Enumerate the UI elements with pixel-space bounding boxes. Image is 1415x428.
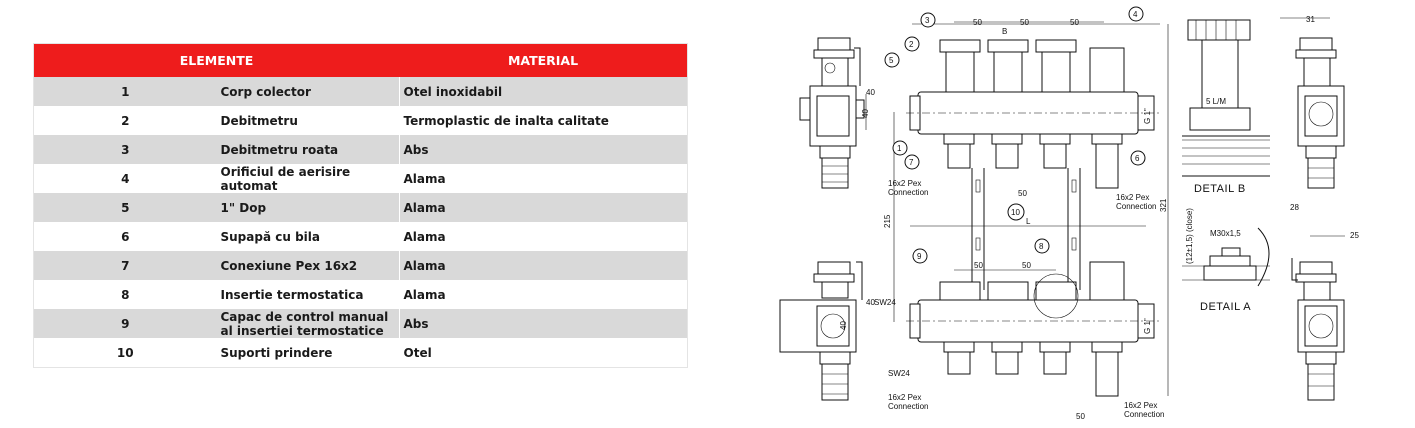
dim-40-v-top: 40 (861, 109, 870, 118)
row-element: Conexiune Pex 16x2 (216, 251, 399, 280)
table-row: 9 Capac de control manual al insertiei t… (34, 309, 687, 338)
flow-rate-label: 5 L/M (1206, 97, 1226, 106)
dim-l: L (1026, 217, 1031, 226)
manifold-technical-drawing: 50 50 50 B 40 40 40 40 215 321 G 1" G 1"… (779, 6, 1359, 421)
table-row: 7 Conexiune Pex 16x2 Alama (34, 251, 687, 280)
dim-40-bottom: 40 (866, 298, 875, 307)
row-element: Orificiul de aerisire automat (220, 164, 351, 193)
dim-40-v-bottom: 40 (839, 321, 848, 330)
dim-50-a: 50 (973, 18, 982, 27)
left-side-view-top (799, 37, 865, 189)
table-row: 6 Supapă cu bila Alama (34, 222, 687, 251)
callout-8: 8 (1039, 242, 1044, 251)
table-header-row: ELEMENTE MATERIAL (34, 44, 687, 77)
row-element: Supapă cu bila (220, 229, 321, 244)
row-number: 10 (116, 345, 134, 360)
detail-a: M30x1,5 (12±1,5) (close) DETAIL A (1182, 208, 1270, 313)
table-row: 3 Debitmetru roata Abs (34, 135, 687, 164)
table-row: 2 Debitmetru Termoplastic de inalta cali… (34, 106, 687, 135)
callout-7: 7 (909, 158, 914, 167)
dim-50-f: 50 (1018, 189, 1027, 198)
row-material: Alama (398, 222, 687, 251)
row-element: Corp colector (216, 77, 399, 106)
row-element: Insertie termostatica (220, 287, 364, 302)
dim-50-c: 50 (1070, 18, 1079, 27)
row-number: 5 (34, 193, 217, 222)
row-element: 1" Dop (216, 193, 399, 222)
right-side-view-top: 31 28 25 (1280, 15, 1359, 240)
left-side-view-bottom (779, 261, 863, 401)
pex-label-3: 16x2 Pex (888, 393, 921, 402)
table-row: 1 Corp colector Otel inoxidabil (34, 77, 687, 106)
dim-50-b: 50 (1020, 18, 1029, 27)
row-material: Otel (398, 338, 687, 367)
row-material: Alama (398, 280, 687, 309)
connection-label-3: Connection (888, 402, 928, 411)
row-number: 2 (121, 113, 130, 128)
sw24-bottom: SW24 (888, 369, 910, 378)
callout-6: 6 (1135, 154, 1140, 163)
header-elements: ELEMENTE (34, 44, 399, 77)
dim-50-d: 50 (974, 261, 983, 270)
callout-3: 3 (925, 16, 930, 25)
row-material: Otel inoxidabil (398, 77, 687, 106)
row-material: Termoplastic de inalta calitate (398, 106, 687, 135)
callout-4: 4 (1133, 10, 1138, 19)
connection-label-1: Connection (888, 188, 928, 197)
row-number: 7 (34, 251, 217, 280)
row-material: Alama (398, 193, 687, 222)
row-material: Abs (398, 309, 687, 338)
row-number: 4 (121, 171, 130, 186)
dim-215: 215 (883, 214, 892, 228)
dim-28: 28 (1290, 203, 1299, 212)
thread-m30: M30x1,5 (1210, 229, 1241, 238)
callouts: 3 2 5 4 1 7 6 10 8 9 (884, 6, 1146, 264)
pex-label-2: 16x2 Pex (1116, 193, 1149, 202)
header-material: MATERIAL (399, 44, 687, 77)
pex-label-4: 16x2 Pex (1124, 401, 1157, 410)
dim-31: 31 (1306, 15, 1315, 24)
detail-b-label: DETAIL B (1194, 183, 1246, 195)
dim-b: B (1002, 27, 1007, 36)
table-row: 5 1" Dop Alama (34, 193, 687, 222)
row-material: Abs (398, 135, 687, 164)
dim-25: 25 (1350, 231, 1359, 240)
detail-a-label: DETAIL A (1200, 301, 1251, 313)
dim-40-top: 40 (866, 88, 875, 97)
components-table: ELEMENTE MATERIAL 1 Corp colector Otel i… (34, 44, 687, 367)
pex-label-1: 16x2 Pex (888, 179, 921, 188)
callout-1: 1 (897, 144, 902, 153)
row-number: 8 (121, 287, 130, 302)
dim-321: 321 (1159, 198, 1168, 212)
table-row: 10 Suporti prindere Otel (34, 338, 687, 367)
row-element: Debitmetru (220, 113, 298, 128)
table-row: 8 Insertie termostatica Alama (34, 280, 687, 309)
row-material: Alama (398, 251, 687, 280)
row-number: 3 (34, 135, 217, 164)
detail-b: 5 L/M DETAIL B (1182, 19, 1270, 195)
table-row: 4 Orificiul de aerisire automat Alama (34, 164, 687, 193)
connection-label-4: Connection (1124, 410, 1164, 419)
callout-5: 5 (889, 56, 894, 65)
row-element: Debitmetru roata (216, 135, 399, 164)
connection-label-2: Connection (1116, 202, 1156, 211)
row-number: 6 (121, 229, 130, 244)
thread-top: G 1" (1143, 108, 1152, 124)
row-element: Capac de control manual al insertiei ter… (216, 309, 399, 338)
row-element: Suporti prindere (220, 345, 333, 360)
right-side-view-bottom (1291, 258, 1345, 401)
callout-2: 2 (909, 40, 914, 49)
dim-50-e: 50 (1022, 261, 1031, 270)
sw24-top: SW24 (874, 298, 896, 307)
thread-bottom: G 1" (1143, 318, 1152, 334)
dim-50-g: 50 (1076, 412, 1085, 421)
close-dim: (12±1,5) (close) (1185, 208, 1194, 264)
callout-10: 10 (1011, 208, 1020, 217)
row-number: 1 (34, 77, 217, 106)
callout-9: 9 (917, 252, 922, 261)
row-material: Alama (398, 164, 687, 193)
front-view (906, 39, 1160, 397)
row-number: 9 (34, 309, 217, 338)
